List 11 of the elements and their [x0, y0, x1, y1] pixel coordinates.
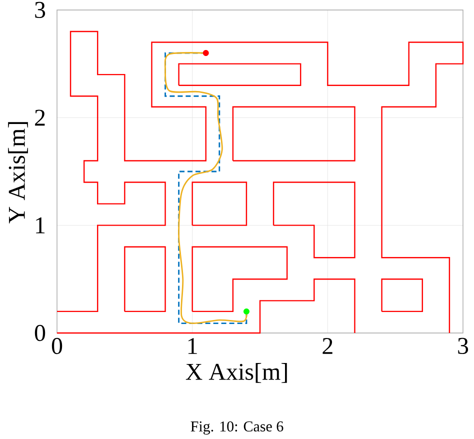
tick-label: 1: [188, 338, 197, 354]
tick-label: 3: [458, 338, 468, 354]
tick-label: 1: [36, 217, 45, 234]
tick-label: 2: [35, 110, 45, 126]
tick-label: 0: [34, 324, 46, 342]
tick-label: 3: [35, 2, 46, 18]
caption: Fig. 10: Case 6: [190, 421, 284, 435]
tick-label: 0: [52, 338, 62, 354]
axis-title: Y Axis[m]: [8, 122, 28, 224]
tick-label: 2: [322, 338, 332, 354]
axis-title: X Axis[m]: [186, 363, 287, 383]
